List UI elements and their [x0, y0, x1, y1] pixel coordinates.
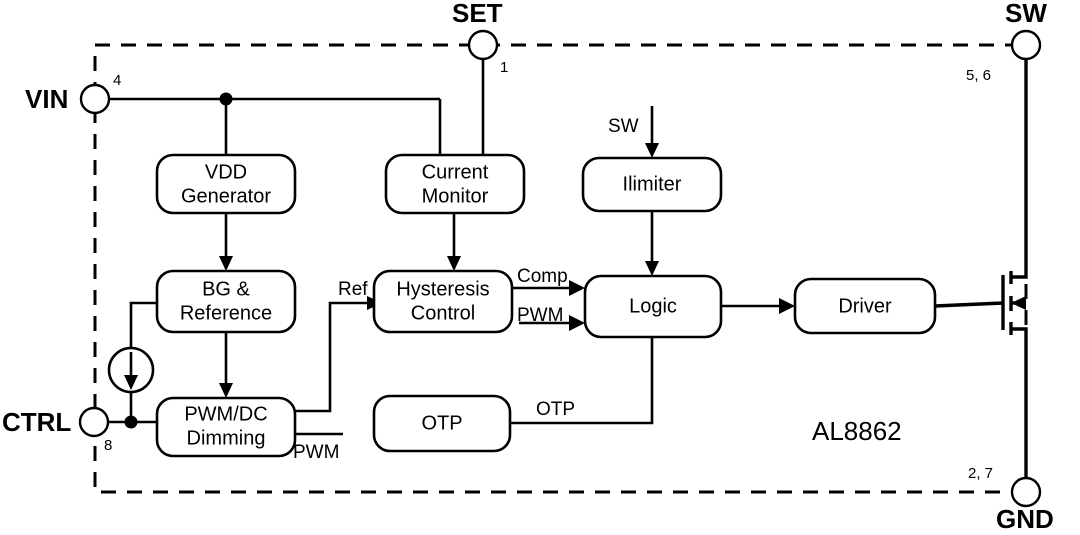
block-pwm-dimming-line1: PWM/DC — [184, 403, 267, 425]
block-current-monitor-line2: Monitor — [422, 185, 489, 207]
arrowhead-logic-to-driver — [779, 298, 795, 314]
wire-driver-to-mosfet-gate — [934, 301, 1004, 308]
signal-label-otp: OTP — [536, 399, 575, 420]
arrowhead-currentmon-to-hyst — [447, 256, 461, 271]
pin-label-vin: VIN — [25, 84, 68, 114]
block-otp-shape — [372, 394, 512, 453]
block-otp[interactable]: OTP — [372, 394, 512, 453]
pin-label-ctrl: CTRL — [2, 407, 71, 437]
block-otp-label: OTP — [421, 412, 462, 434]
signal-label-pwm-out: PWM — [293, 442, 339, 463]
block-current-monitor-shape — [384, 153, 526, 215]
current-source-arrowhead — [124, 375, 138, 390]
block-pwm-dc-dimming[interactable]: PWM/DC Dimming — [155, 396, 297, 458]
pin-number-vin: 4 — [113, 72, 121, 89]
signal-label-comp: Comp — [517, 266, 568, 287]
block-current-monitor[interactable]: Current Monitor — [384, 153, 526, 215]
block-driver-label: Driver — [838, 295, 892, 317]
junction-ctrl-node — [124, 415, 138, 429]
pin-label-set: SET — [452, 0, 503, 28]
pin-number-sw: 5, 6 — [966, 67, 991, 84]
block-ilimiter[interactable]: Ilimiter — [581, 156, 723, 213]
block-ilimiter-shape — [581, 156, 723, 213]
part-number-label: AL8862 — [812, 416, 902, 446]
block-hysteresis-line1: Hysteresis — [396, 278, 489, 300]
block-bg-reference-line1: BG & — [202, 278, 250, 300]
wire-dimming-ref-to-hysteresis — [295, 301, 372, 413]
block-driver[interactable]: Driver — [793, 277, 937, 335]
block-bg-reference-line2: Reference — [180, 302, 272, 324]
block-vdd-generator-shape — [155, 153, 297, 215]
block-hysteresis-control-shape — [372, 269, 514, 334]
block-vdd-generator-line2: Generator — [181, 185, 271, 207]
arrowhead-sw-to-ilimiter — [645, 143, 659, 158]
junction-vin-bus — [219, 92, 233, 106]
wire-otp-to-logic — [510, 337, 654, 425]
block-logic[interactable]: Logic — [583, 274, 723, 339]
block-current-monitor-line1: Current — [422, 161, 489, 183]
block-vdd-generator[interactable]: VDD Generator — [155, 153, 297, 215]
pin-number-gnd: 2, 7 — [968, 465, 993, 482]
block-hysteresis-line2: Control — [411, 302, 475, 324]
block-logic-label: Logic — [629, 295, 677, 317]
pin-number-set: 1 — [500, 59, 508, 76]
pin-terminal-gnd[interactable] — [1010, 476, 1042, 508]
block-driver-shape — [793, 277, 937, 335]
arrowhead-pwm-to-logic — [569, 315, 585, 331]
pin-label-gnd: GND — [996, 504, 1054, 534]
pin-label-sw: SW — [1005, 0, 1047, 28]
pin-terminal-ctrl[interactable] — [78, 406, 110, 438]
mosfet-body-diode-arrow — [1011, 296, 1026, 310]
mosfet-drain-lead — [1011, 60, 1028, 279]
pin-terminal-set[interactable] — [467, 29, 499, 61]
block-vdd-generator-line1: VDD — [205, 161, 247, 183]
pin-terminal-sw[interactable] — [1010, 29, 1042, 61]
arrowhead-ilimiter-to-logic — [645, 261, 659, 276]
block-bg-reference[interactable]: BG & Reference — [155, 269, 297, 334]
wire-bg-reference-to-current-source — [129, 301, 157, 348]
pin-terminal-vin[interactable] — [79, 83, 111, 115]
arrowhead-bg-to-dimming — [219, 383, 233, 398]
signal-label-ref: Ref — [338, 279, 368, 300]
signal-label-pwm-in: PWM — [517, 305, 563, 326]
block-pwm-dimming-line2: Dimming — [187, 427, 266, 449]
signal-label-sw-input: SW — [608, 116, 639, 137]
block-pwm-dc-dimming-shape — [155, 396, 297, 458]
block-hysteresis-control[interactable]: Hysteresis Control — [372, 269, 514, 334]
block-ilimiter-label: Ilimiter — [623, 173, 682, 195]
block-logic-shape — [583, 274, 723, 339]
pin-number-ctrl: 8 — [104, 437, 112, 454]
mosfet-source-lead — [1011, 327, 1028, 477]
block-bg-reference-shape — [155, 269, 297, 334]
arrowhead-comp-to-logic — [569, 280, 585, 296]
arrowhead-vdd-to-bg — [219, 256, 233, 271]
